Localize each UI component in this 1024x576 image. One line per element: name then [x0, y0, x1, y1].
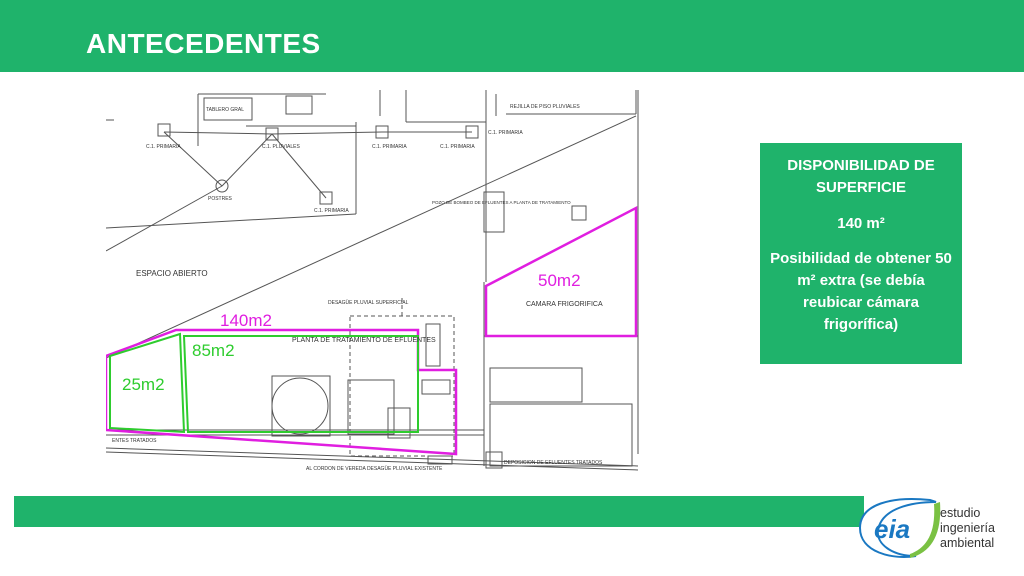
- diagonal-boundary: [106, 115, 637, 359]
- label-c1-primaria: C.1. PRIMARIA: [146, 144, 181, 150]
- cam-box: [265, 127, 279, 141]
- cam-box: [571, 205, 587, 221]
- label-camara: CAMARA FRIGORIFICA: [526, 301, 603, 308]
- pipe: [271, 133, 327, 199]
- area-25m2: 25m2: [122, 375, 165, 394]
- logo-text: estudio ingeniería ambiental: [940, 506, 995, 551]
- region-85m2: [182, 335, 419, 433]
- pipe: [271, 131, 383, 135]
- cam-box: [157, 123, 171, 137]
- street-line: [106, 447, 639, 467]
- label-planta: PLANTA DE TRATAMIENTO DE EFLUENTES: [292, 337, 436, 344]
- lot-structure: [489, 367, 583, 403]
- area-140m2: 140m2: [220, 311, 272, 330]
- logo-line1: estudio: [940, 506, 981, 520]
- cam-box: [375, 125, 389, 139]
- info-heading: DISPONIBILIDAD DE SUPERFICIE: [787, 157, 935, 196]
- page-title: ANTECEDENTES: [86, 28, 321, 59]
- pipe: [106, 185, 223, 252]
- header-bar: [0, 0, 1024, 72]
- logo-line3: ambiental: [940, 536, 995, 550]
- logo-line2: ingeniería: [940, 521, 995, 535]
- pipe: [163, 131, 273, 135]
- label-c1-primaria: C.1. PRIMARIA: [314, 208, 349, 214]
- lot-structure: [489, 403, 633, 467]
- label-c1-pluviales: C.1. PLUVIALES: [262, 144, 300, 150]
- eia-logo-icon: eia: [858, 498, 941, 558]
- wall: [106, 213, 357, 229]
- label-deposicion: DEPOSICION DE EFLUENTES TRATADOS: [504, 460, 603, 466]
- info-note: Posibilidad de obtener 50 m² extra (se d…: [770, 250, 952, 333]
- footer-bar: [14, 496, 864, 527]
- tank-box: [271, 375, 331, 437]
- label-c1-primaria: C.1. PRIMARIA: [488, 130, 523, 136]
- logo-mark: eia: [874, 514, 910, 544]
- pipe: [221, 133, 273, 187]
- pipe: [163, 131, 223, 187]
- label-efluentes-tratados: ENTES TRATADOS: [112, 438, 157, 444]
- label-rejilla: REJILLA DE PISO PLUVIALES: [510, 104, 580, 110]
- region-25m2: [109, 332, 186, 434]
- region-140m2: [106, 328, 458, 456]
- postres-circle: [215, 179, 229, 193]
- label-pozo: POZO DE BOMBEO DE EFLUENTES A PLANTA DE …: [432, 200, 571, 205]
- label-desague-sup: DESAGÜE PLUVIAL SUPERFICIAL: [328, 299, 409, 306]
- equipment-box: [425, 323, 441, 367]
- area-85m2: 85m2: [192, 341, 235, 360]
- label-cordon: AL CORDON DE VEREDA DESAGÜE PLUVIAL EXIS…: [306, 465, 443, 472]
- label-postres: POSTRES: [208, 196, 233, 202]
- label-c1-primaria: C.1. PRIMARIA: [440, 144, 475, 150]
- equipment-box: [285, 95, 313, 115]
- camara-region: [484, 205, 638, 338]
- tank-circle: [271, 377, 329, 435]
- equipment-box: [347, 379, 395, 435]
- tablero-box: [203, 97, 253, 121]
- label-tablero: TABLERO GRAL: [206, 107, 244, 113]
- equipment-box: [387, 407, 411, 439]
- area-50m2: 50m2: [538, 271, 581, 290]
- cam-box: [465, 125, 479, 139]
- info-area-value: 140 m²: [837, 214, 885, 232]
- equipment-box: [421, 379, 451, 395]
- equipment-box: [427, 455, 453, 465]
- deposicion-box: [485, 451, 503, 469]
- street-line: [106, 451, 639, 471]
- info-box: DISPONIBILIDAD DE SUPERFICIE 140 m² Posi…: [760, 143, 962, 364]
- pozo-box: [483, 191, 505, 233]
- label-espacio: ESPACIO ABIERTO: [136, 269, 208, 278]
- floor-plan: TABLERO GRAL REJILLA DE PISO PLUVIALES C…: [106, 90, 639, 472]
- cam-box: [319, 191, 333, 205]
- label-c1-primaria: C.1. PRIMARIA: [372, 144, 407, 150]
